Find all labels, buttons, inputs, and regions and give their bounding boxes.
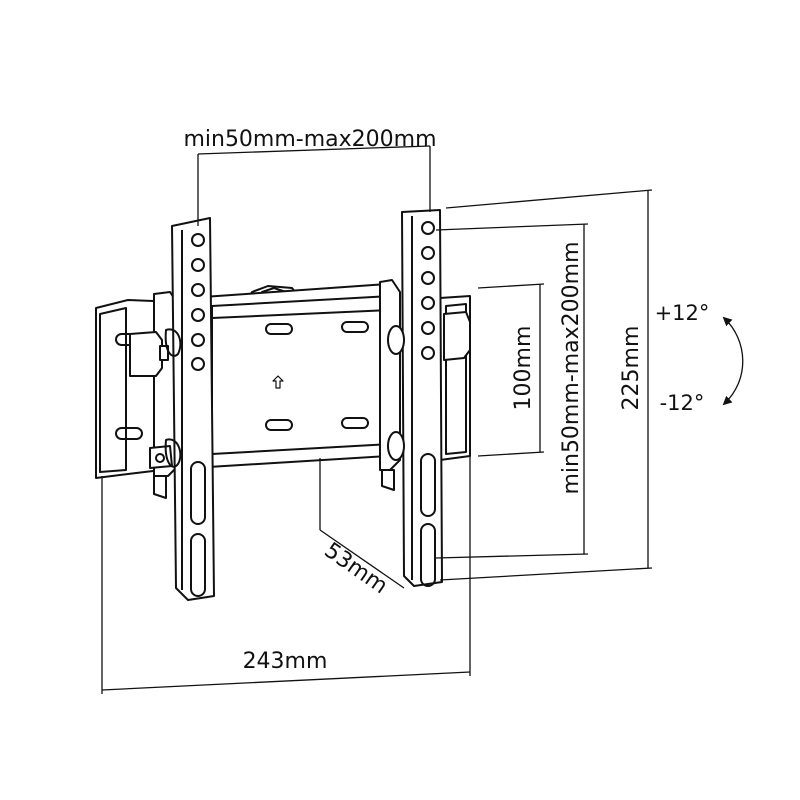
left-arm — [164, 217, 215, 601]
height-label: 225mm — [619, 326, 644, 411]
vesa-vertical-label: min50mm-max200mm — [559, 241, 584, 494]
mount-drawing — [95, 209, 471, 601]
depth-label: 53mm — [320, 538, 392, 599]
up-arrow-icon — [272, 375, 284, 389]
tilt-arrow-icon — [722, 316, 744, 406]
tilt-up-label: +12° — [655, 301, 710, 325]
right-arm — [387, 209, 443, 587]
vesa-horizontal-label: min50mm-max200mm — [183, 127, 436, 152]
inner-vertical-label: 100mm — [511, 326, 536, 411]
dimension-lines — [101, 145, 744, 694]
width-label: 243mm — [243, 649, 328, 674]
tilt-down-label: -12° — [660, 391, 705, 415]
